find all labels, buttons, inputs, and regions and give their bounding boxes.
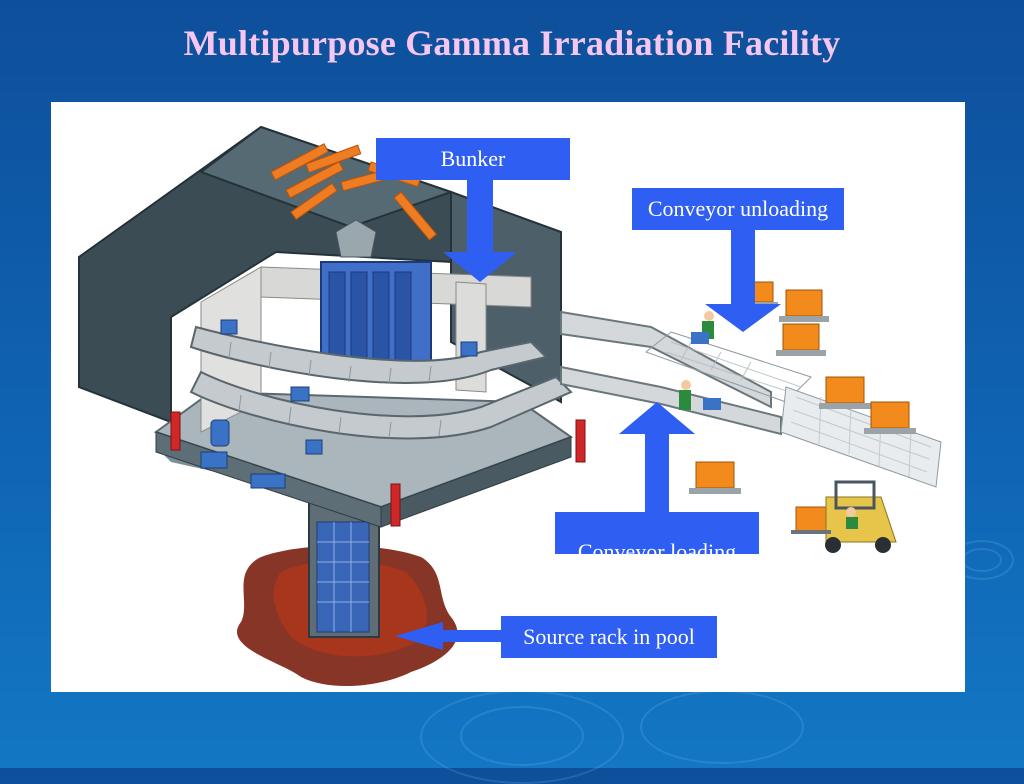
worker-figure [691,311,714,344]
loading-arrow-head [619,402,695,434]
ripple-decoration [962,548,1002,572]
conveyor-ramp [560,310,772,409]
pallet-stack [776,323,826,356]
pallet-stack [819,376,871,409]
pallet-stack [689,461,741,494]
source-arrow-head [395,622,443,650]
pallet-stack [864,401,916,434]
unloading-arrow-head [705,304,781,332]
worker-figure [679,380,721,410]
loading-arrow-shaft [645,432,669,512]
bunker-arrow-head [443,252,517,282]
source-rack-grid [316,521,370,633]
facility-illustration [78,125,942,687]
floor-right-edge [380,436,572,528]
conveyor-track-upper [189,325,548,384]
bunker-arrow-shaft [467,178,493,256]
hoist-cap [335,219,377,258]
ripple-decoration [640,690,804,764]
conveyor-ramp-lower [560,365,782,436]
diagram-panel: Bunker Conveyor unloading Conveyor loadi… [51,102,965,692]
unloading-arrow-shaft [731,230,755,306]
pallet-stack [779,289,829,322]
conveyor-unloading-label: Conveyor unloading [632,188,844,230]
conveyor-track-lower [189,370,573,440]
source-arrow-shaft [441,630,503,642]
conveyor-loading-label: Conveyor loading [555,512,759,554]
drum [210,419,230,447]
bunker-label: Bunker [376,138,570,180]
ripple-decoration [460,706,584,766]
source-rack-label: Source rack in pool [501,616,717,658]
forklift [791,480,897,553]
slide-title: Multipurpose Gamma Irradiation Facility [183,23,841,63]
